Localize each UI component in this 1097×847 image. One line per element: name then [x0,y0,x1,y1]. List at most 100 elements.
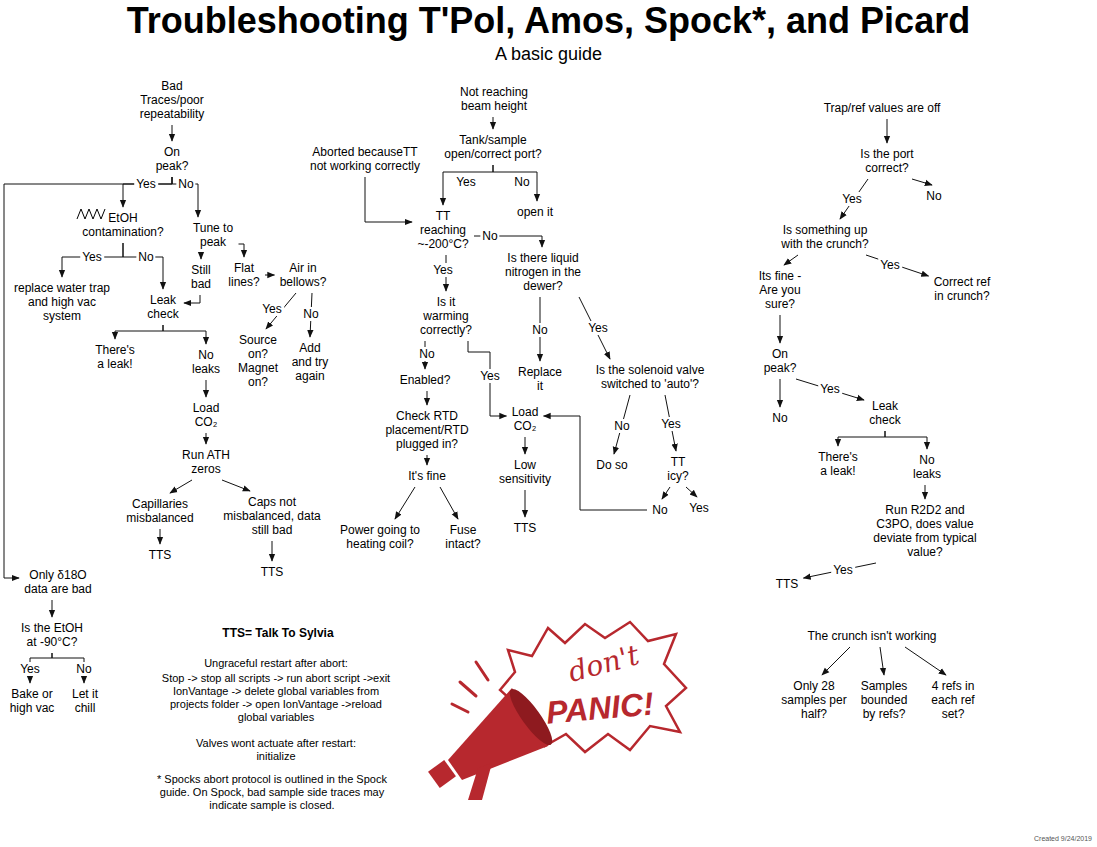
note-text: Ungraceful restart after abort: [156,657,396,670]
flow-step: TTS [145,545,176,565]
flow-step: TT icy? [663,452,693,486]
flow-step: TTS [772,574,803,594]
step-text: Bake or high vac [9,687,56,715]
step-text: Tank/sample open/correct port? [443,133,543,161]
step-text: Run ATH zeros [181,448,231,476]
flow-step: Air in bellows? [276,258,331,292]
flow-step: Source on? Magnet on? [234,330,283,392]
step-text: Bad Traces/poor repeatability [139,79,206,121]
flow-step: Is the port correct? [856,144,918,178]
branch-label: Yes [431,263,455,277]
connector-arrow [887,119,888,143]
step-text: Source on? Magnet on? [237,333,280,389]
flow-step: There's a leak! [91,340,139,374]
step-text: Is it warming correctly? [419,295,474,337]
connector-arrow [239,244,245,257]
step-text: Is the EtOH at -90°C? [20,621,85,649]
connector-arrow [272,541,273,561]
branch-label: No [480,229,499,243]
flow-step: On peak? [152,142,193,176]
connector-arrow [115,325,163,339]
connector-arrow [160,529,161,544]
note-text: Stop -> stop all scripts -> run abort sc… [159,672,394,724]
step-text: TTS [775,577,800,591]
step-text: Leak check [868,399,902,427]
flow-step: Capillaries misbalanced [122,494,198,528]
branch-label: No [512,175,531,189]
connector-arrow [905,647,946,675]
step-text: It's fine [407,469,447,483]
connector-arrow [866,255,929,276]
flow-step: Its fine - Are you sure? [755,266,806,314]
step-text: 4 refs in each ref set? [930,679,976,721]
step-text: TTS [513,521,538,535]
step-text: Yes [688,501,710,515]
flow-step: Samples bounded by refs? [857,676,912,724]
connector-arrow [443,165,493,205]
step-text: Run R2D2 and C3PO, does value deviate fr… [872,503,978,559]
branch-label: Yes [818,382,842,396]
flow-step: TT reaching ~-200°C? [413,206,473,254]
connector-arrow [170,480,192,493]
connector-arrow [912,179,932,185]
connector-arrow [201,253,202,259]
flow-step: Load CO₂ [508,402,543,436]
step-text: Air in bellows? [279,261,328,289]
step-text: Let it chill [71,687,100,715]
connector-arrow [468,341,507,416]
branch-label: No [612,419,631,433]
flow-step: EtOH contamination? [78,208,168,242]
branch-label: No [301,307,320,321]
flow-step: Correct ref in crunch? [930,272,995,306]
step-text: Check RTD placement/RTD plugged in? [384,409,470,451]
connector-arrow [427,391,428,405]
step-text: open it [516,205,555,219]
step-text: Correct ref in crunch? [933,275,992,303]
step-text: Add and try again [291,341,330,383]
flow-step: Let it chill [68,684,103,718]
flow-step: Still bad [187,260,216,294]
step-text: Enabled? [399,373,452,387]
step-text: Only 28 samples per half? [780,679,848,721]
flow-step: No [922,186,946,206]
flow-step: Leak check [143,290,183,324]
flow-step: Check RTD placement/RTD plugged in? [381,406,473,454]
connector-arrow [804,563,877,578]
step-text: Do so [595,458,629,472]
flow-step: Trap/ref values are off [820,98,945,118]
step-text: No [771,411,789,425]
step-text: On peak? [763,347,798,375]
step-text: Samples bounded by refs? [860,679,909,721]
connector-arrow [822,647,850,675]
step-text: There's a leak! [94,343,136,371]
connector-arrow [440,487,458,519]
connector-arrow [493,165,537,201]
flow-step: Yes [685,498,713,518]
flow-step: Is the EtOH at -90°C? [17,618,88,652]
branch-label: Yes [831,563,855,577]
flow-step: Is it warming correctly? [416,292,477,340]
step-text: The crunch isn't working [806,629,938,643]
branch-label: Yes [454,175,478,189]
flow-step: There's a leak! [814,447,862,481]
flow-step: Power going to heating coil? [336,520,425,554]
step-text: Low sensitivity [498,458,553,486]
flow-step: replace water trap and high vac system [10,278,115,326]
step-text: Leak check [146,293,180,321]
flow-step: Load CO₂ [189,398,224,432]
step-text: Is there liquid nitrogen in the dewer? [504,251,583,293]
flow-step: TTS [510,518,541,538]
flow-step: Only 28 samples per half? [777,676,851,724]
step-text: Caps not misbalanced, data still bad [222,495,322,537]
flow-step: Leak check [865,396,905,430]
step-text: Tune to peak [192,221,235,249]
flow-step: Bake or high vac [6,684,59,718]
connector-arrow [525,490,526,517]
branch-label: Yes [260,302,284,316]
connector-arrow [206,380,207,397]
flow-step: open it [513,202,558,222]
step-text: Aborted becauseTT not working correctly [309,145,422,173]
flow-step: Is something up with the crunch? [777,220,873,254]
connector-arrow [544,416,648,510]
step-text: Fuse intact? [444,523,482,551]
